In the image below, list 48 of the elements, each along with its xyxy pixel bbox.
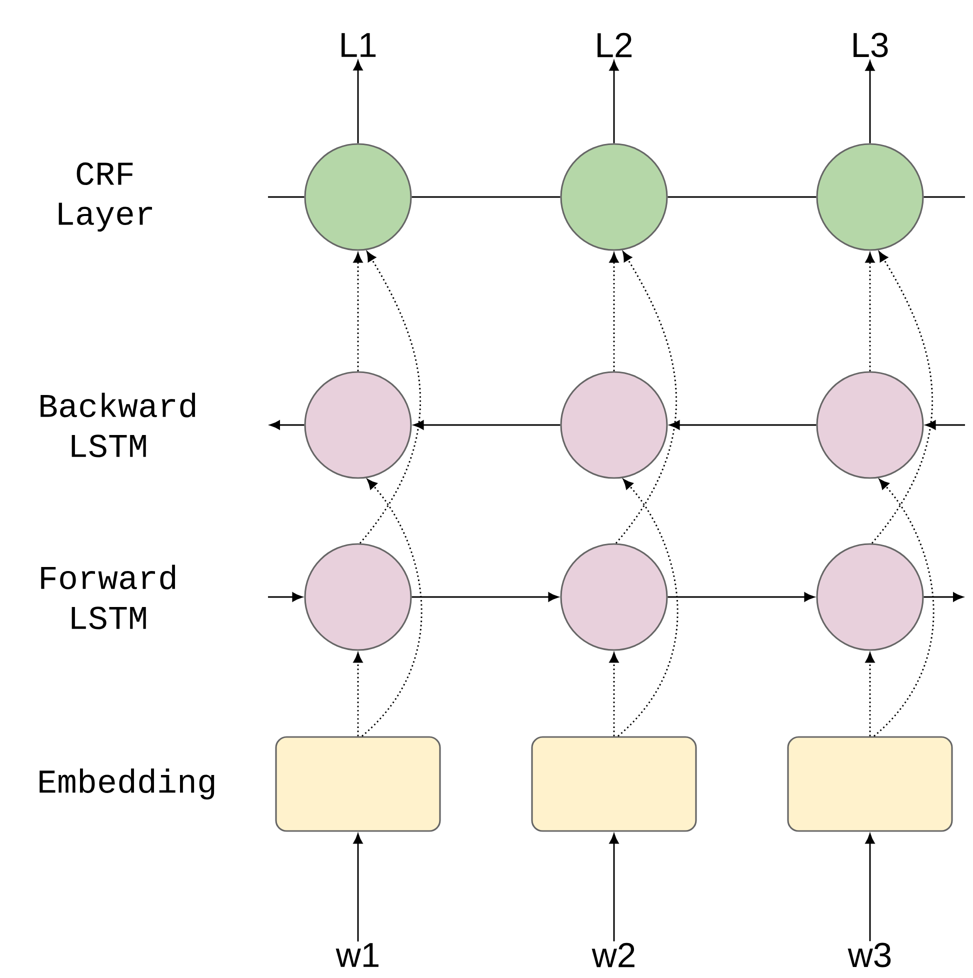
output-label: L1 — [342, 33, 376, 57]
layer-circle — [560, 371, 668, 479]
arrow — [668, 592, 814, 602]
arrow — [609, 834, 619, 942]
row-label: Embedding — [40, 768, 214, 800]
layer-circle — [560, 543, 668, 651]
arrow — [617, 478, 678, 737]
arrow — [353, 60, 363, 144]
input-label: w2 — [592, 942, 634, 968]
arrow — [615, 251, 677, 544]
arrow — [270, 420, 304, 430]
layer-circle — [560, 143, 668, 251]
arrow — [609, 60, 619, 144]
input-label: w3 — [848, 942, 891, 968]
arrow — [609, 252, 619, 372]
arrow — [865, 652, 875, 736]
output-label: L2 — [598, 32, 632, 58]
embedding-box — [531, 736, 697, 832]
output-label: L3 — [854, 32, 888, 58]
arrow — [414, 420, 560, 430]
row-label: CRF Layer — [58, 162, 152, 232]
layer-circle — [304, 371, 412, 479]
arrow — [353, 834, 363, 942]
layer-circle — [816, 143, 924, 251]
arrow — [361, 478, 422, 737]
arrow — [359, 251, 421, 544]
embedding-box — [275, 736, 441, 832]
row-label: Backward LSTM — [40, 392, 196, 458]
arrow — [865, 252, 875, 372]
input-label: w1 — [336, 943, 378, 967]
layer-circle — [304, 543, 412, 651]
layer-circle — [816, 543, 924, 651]
arrow — [609, 652, 619, 736]
arrow — [353, 252, 363, 372]
layer-circle — [304, 143, 412, 251]
arrow — [865, 60, 875, 144]
layer-circle — [816, 371, 924, 479]
embedding-box — [787, 736, 953, 832]
arrow — [412, 592, 558, 602]
arrow — [865, 834, 875, 942]
arrow — [670, 420, 816, 430]
arrow — [926, 420, 965, 430]
arrow — [268, 592, 302, 602]
arrow — [873, 478, 934, 737]
arrow — [353, 652, 363, 736]
arrow — [924, 592, 964, 602]
arrow — [871, 251, 933, 544]
row-label: Forward LSTM — [41, 564, 176, 630]
